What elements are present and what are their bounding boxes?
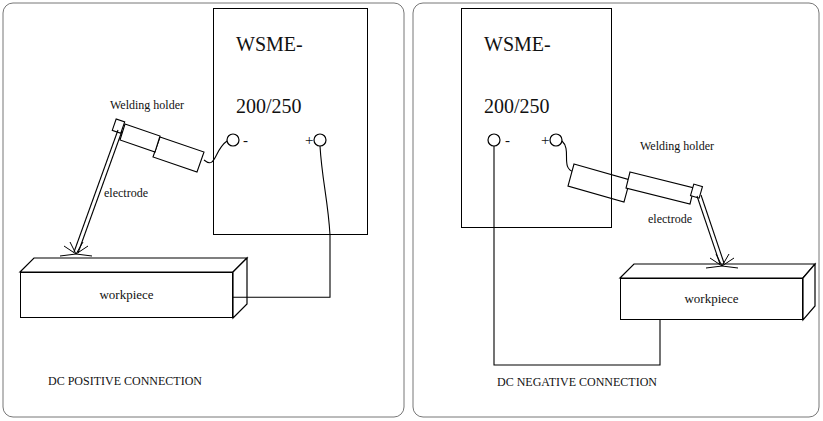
cable — [493, 146, 494, 228]
workpiece-side-face — [803, 264, 815, 320]
panel-frame — [3, 3, 404, 417]
part-label: electrode — [104, 186, 148, 200]
polarity-sign: + — [541, 133, 549, 147]
box-label: workpiece — [21, 273, 232, 316]
workpiece-box: workpiece — [20, 272, 233, 318]
polarity-sign: - — [243, 133, 248, 147]
polarity-sign: - — [505, 133, 510, 147]
workpiece-side-face — [233, 258, 247, 318]
part-label: electrode — [648, 212, 692, 226]
terminal — [550, 134, 562, 146]
box-label: workpiece — [621, 279, 802, 318]
terminal — [314, 134, 326, 146]
panel-caption: DC POSITIVE CONNECTION — [48, 374, 202, 388]
terminal — [227, 134, 239, 146]
polarity-sign: + — [305, 133, 313, 147]
workpiece-top-face — [20, 258, 247, 272]
electrode — [697, 195, 724, 264]
arc-sparks — [706, 254, 738, 268]
welding-cable — [494, 228, 660, 365]
cable — [204, 141, 227, 163]
panel-frame — [413, 3, 819, 417]
part-label: Welding holder — [110, 98, 184, 112]
part-label: Welding holder — [640, 139, 714, 153]
arc-sparks — [60, 242, 92, 256]
welding-cable — [233, 235, 330, 297]
model-name: WSME- 200/250 — [462, 9, 564, 137]
welding-holder — [112, 119, 204, 172]
power-source-box: WSME- 200/250 — [461, 8, 612, 228]
panel-caption: DC NEGATIVE CONNECTION — [497, 375, 657, 389]
welding-holder — [568, 164, 702, 204]
cable — [562, 141, 574, 172]
cable — [320, 146, 330, 235]
workpiece-top-face — [620, 264, 815, 278]
power-source-box: WSME- 200/250 — [213, 8, 368, 235]
terminal — [488, 134, 500, 146]
workpiece-box: workpiece — [620, 278, 803, 320]
model-name: WSME- 200/250 — [214, 9, 316, 137]
